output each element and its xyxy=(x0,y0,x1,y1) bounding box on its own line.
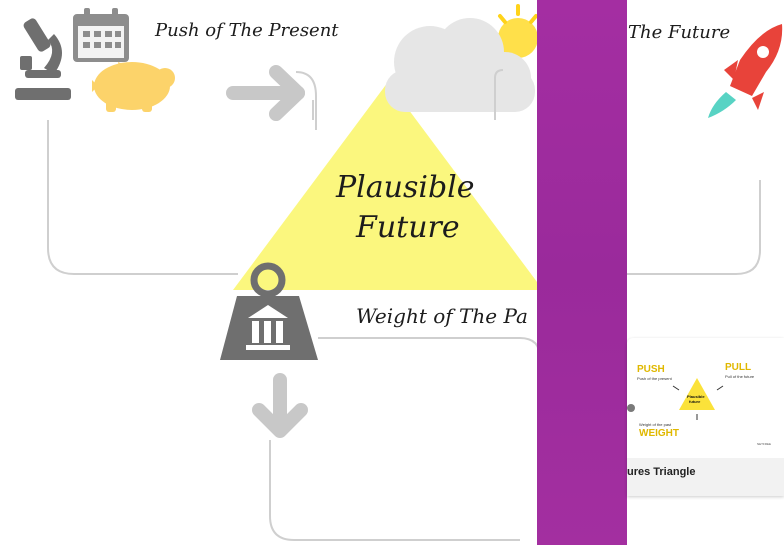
thumbnail-triangle xyxy=(679,378,715,410)
weight-bank-icon xyxy=(220,262,318,360)
thumbnail-caption-area: ures Triangle xyxy=(627,458,784,496)
purple-overlay-panel xyxy=(537,0,627,545)
thumbnail-center-line2: future xyxy=(689,399,701,404)
plausible-future-label-line1: Plausible xyxy=(336,170,475,205)
microscope-icon xyxy=(15,18,71,100)
sun-icon xyxy=(498,4,538,58)
thumbnail-brand: NETFREE xyxy=(757,442,772,446)
thumbnail-weight-sub: Weight of the past xyxy=(639,422,672,427)
arrow-right-icon xyxy=(226,65,305,121)
thumbnail-center-line1: Plausible xyxy=(687,394,705,399)
plausible-future-triangle xyxy=(233,82,543,290)
calendar-icon xyxy=(73,8,129,62)
futures-triangle-thumbnail-card[interactable]: PUSH Push of the present PULL Pull of th… xyxy=(627,338,784,496)
weight-box-frame xyxy=(269,337,541,541)
weight-label: Weight of The Pa xyxy=(356,304,528,328)
pull-label: The Future xyxy=(628,22,731,43)
push-label: Push of The Present xyxy=(155,20,339,41)
pull-box-corner xyxy=(626,180,761,275)
piggy-bank-icon xyxy=(92,62,175,112)
thumbnail-weight-word: WEIGHT xyxy=(639,428,679,439)
thumbnail-preview[interactable]: PUSH Push of the present PULL Pull of th… xyxy=(627,338,784,458)
thumbnail-arrows xyxy=(672,385,724,420)
thumbnail-dot xyxy=(627,404,635,412)
thumbnail-diagram xyxy=(627,378,724,420)
thumbnail-push-word: PUSH xyxy=(637,364,665,375)
thumbnail-pull-sub: Pull of the future xyxy=(725,374,755,379)
thumbnail-caption: ures Triangle xyxy=(627,466,696,478)
push-box-frame xyxy=(47,100,314,275)
thumbnail-pull-word: PULL xyxy=(725,362,752,373)
rocket-icon xyxy=(708,24,783,118)
arrow-down-icon xyxy=(252,373,308,438)
pull-box-frame xyxy=(494,69,504,120)
plausible-future-label-line2: Future xyxy=(356,210,460,245)
thumbnail-push-sub: Push of the present xyxy=(637,376,672,381)
cloud-icon xyxy=(385,18,535,112)
